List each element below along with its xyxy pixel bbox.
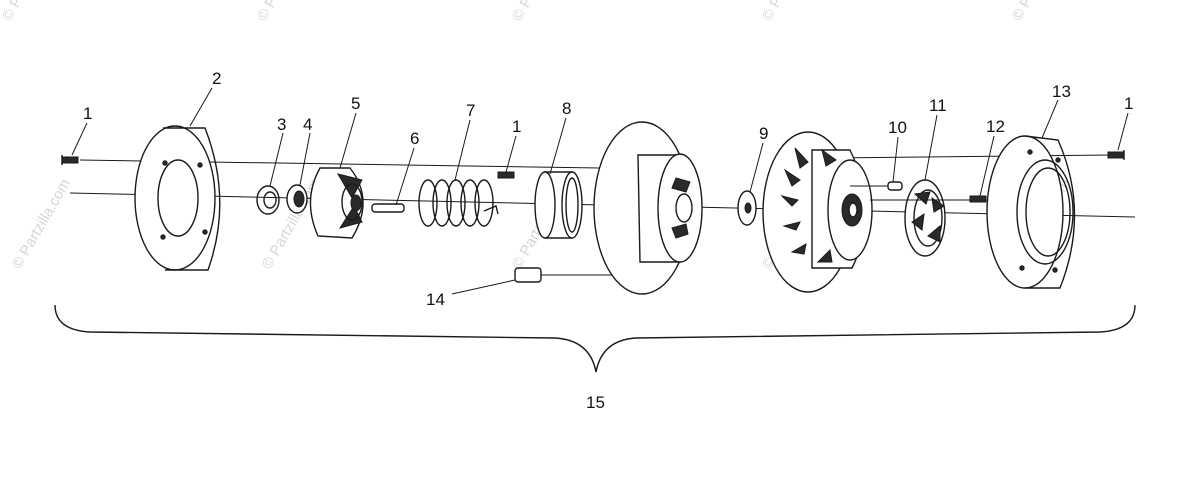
watermark-top-mid: © Partzilla.com	[254, 0, 319, 24]
watermark-left: © Partzilla.com	[9, 176, 74, 272]
part-7-spring	[418, 179, 499, 227]
upper-bolt-axis-right	[829, 154, 1113, 159]
label-4: 4	[303, 115, 312, 134]
watermark-top-right: © Partzilla.com	[759, 0, 824, 24]
assembly-brace	[54, 304, 1136, 373]
label-8: 8	[562, 99, 571, 118]
part-12-screw	[870, 195, 987, 203]
part-5-cam	[309, 167, 364, 239]
part-6-pin	[371, 203, 405, 213]
label-10: 10	[888, 118, 907, 137]
watermark-top-far-right: © Partzilla.com	[1009, 0, 1074, 24]
part-3-snap-ring	[256, 185, 280, 215]
label-12: 12	[986, 117, 1005, 136]
part-2-cover-plate	[134, 125, 221, 271]
part-9-washer	[737, 190, 757, 226]
label-14: 14	[426, 290, 445, 309]
part-10-pin	[850, 181, 903, 191]
label-15: 15	[586, 393, 605, 412]
part-8-bushing	[534, 171, 583, 239]
part-sheave-movable	[593, 121, 703, 295]
label-3: 3	[277, 115, 286, 134]
label-5: 5	[351, 94, 360, 113]
label-11: 11	[929, 96, 947, 115]
part-1-screw-right	[1107, 150, 1125, 160]
watermark-top: © Partzilla.com	[509, 0, 574, 24]
label-1-left: 1	[83, 104, 92, 123]
part-13-cover-plate	[986, 135, 1076, 289]
part-labels: 1 2 3 4 5 6 7 1 8 9 10 11 12 13 1 14 15	[83, 69, 1133, 412]
label-13: 13	[1052, 82, 1071, 101]
part-sheave-fixed	[762, 131, 873, 293]
label-1-right: 1	[1124, 94, 1133, 113]
leader-lines	[71, 87, 1129, 295]
label-7: 7	[466, 101, 475, 120]
label-1-mid: 1	[512, 117, 521, 136]
watermark-top-left: © Partzilla.com	[0, 0, 64, 24]
part-11-spider	[904, 179, 946, 257]
label-2: 2	[212, 69, 221, 88]
part-1-screw-left	[61, 155, 79, 165]
part-14-plug	[514, 267, 612, 283]
part-4-washer	[286, 184, 308, 214]
label-9: 9	[759, 124, 768, 143]
part-1-screw-mid	[497, 171, 515, 179]
label-6: 6	[410, 129, 419, 148]
